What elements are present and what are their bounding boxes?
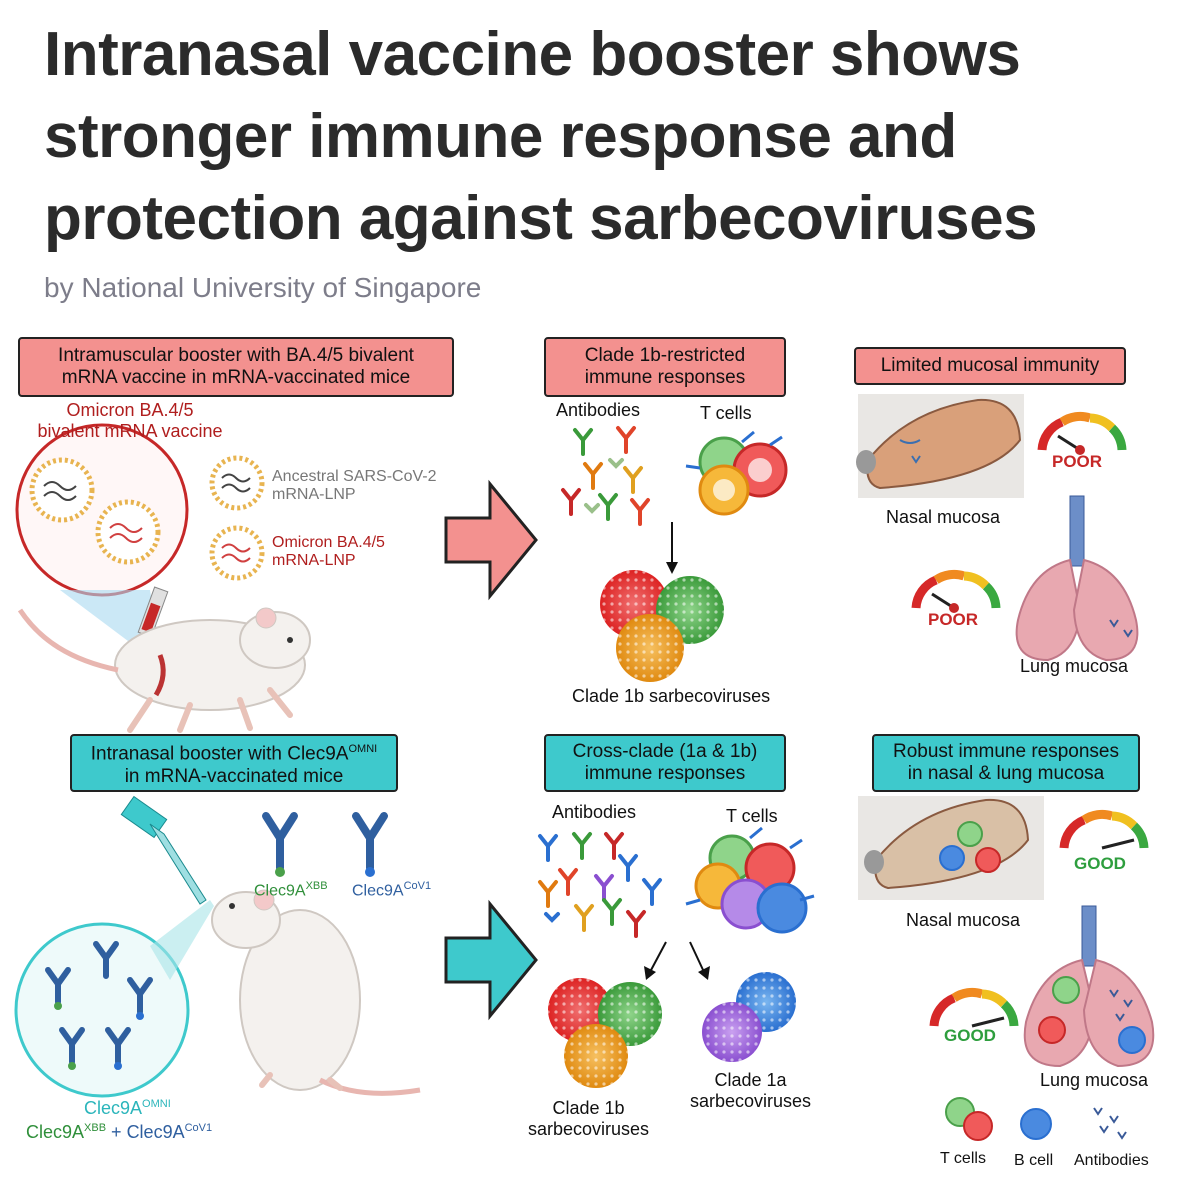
gauge-nasal-bottom-icon	[1059, 809, 1149, 850]
combo-a-text: Clec9A	[26, 1122, 85, 1142]
t-cells-bottom-icon	[685, 826, 815, 934]
gauge-lung-top-icon	[911, 569, 1001, 613]
gauge-nasal-top-icon	[1037, 411, 1127, 455]
box-intramuscular: Intramuscular booster with BA.4/5 bivale…	[18, 337, 454, 397]
box-intranasal-line1-text: Intranasal booster with Clec9A	[90, 743, 349, 765]
lnp-omicron-line1: Omicron BA.4/5	[272, 534, 385, 551]
clade1b-bottom-label: Clade 1b sarbecoviruses	[528, 1098, 649, 1140]
box-intramuscular-line1: Intramuscular booster with BA.4/5 bivale…	[58, 345, 414, 366]
box-intranasal: Intranasal booster with Clec9AOMNI in mR…	[70, 734, 398, 792]
box-intranasal-line1: Intranasal booster with Clec9AOMNI	[72, 738, 396, 765]
omni-sup: OMNI	[142, 1098, 171, 1110]
lnp-ancestral-label: Ancestral SARS-CoV-2 mRNA-LNP	[272, 468, 437, 504]
clec-xbb-text: Clec9A	[254, 882, 306, 900]
byline: by National University of Singapore	[44, 272, 482, 303]
gauge-lung-bottom-value: GOOD	[944, 1026, 996, 1045]
lung-bottom-icon	[1023, 905, 1155, 1068]
arrow-to-1a	[689, 941, 705, 973]
box-cross-clade-line2: immune responses	[584, 763, 746, 784]
lnp-ancestral-line1: Ancestral SARS-CoV-2	[272, 468, 437, 485]
box-clade1b-restricted: Clade 1b-restricted immune responses	[544, 337, 786, 397]
box-limited-mucosal-text: Limited mucosal immunity	[880, 355, 1100, 376]
box-robust: Robust immune responses in nasal & lung …	[872, 734, 1140, 792]
antibody-cov1-icon	[352, 812, 388, 877]
legend-b-cell-label: B cell	[1014, 1152, 1054, 1169]
vaccine-label-line2: bivalent mRNA vaccine	[37, 421, 223, 441]
clade1b-bottom-line2: sarbecoviruses	[528, 1119, 650, 1139]
antibodies-top-icon	[561, 426, 650, 526]
lung-bottom-label: Lung mucosa	[1040, 1070, 1149, 1090]
virus-clade1b-bottom-icon	[548, 978, 662, 1088]
omni-label: Clec9AOMNI	[84, 1098, 171, 1119]
mouse-top-icon	[17, 607, 311, 733]
box-intranasal-line2: in mRNA-vaccinated mice	[124, 765, 344, 787]
box-intranasal-sup: OMNI	[348, 743, 378, 756]
t-cells-top-icon	[685, 430, 788, 516]
lung-top-label: Lung mucosa	[1020, 656, 1129, 676]
box-intramuscular-line2: mRNA vaccine in mRNA-vaccinated mice	[61, 367, 411, 388]
combo-label: Clec9AXBB + Clec9ACoV1	[26, 1122, 212, 1143]
combo-b-sup: CoV1	[184, 1122, 213, 1134]
mouse-bottom-icon	[211, 889, 421, 1096]
nasal-top-label: Nasal mucosa	[886, 507, 1001, 527]
combo-b-text: Clec9A	[126, 1122, 185, 1142]
antibodies-bottom-label: Antibodies	[552, 802, 637, 822]
arrow-pink-icon	[444, 479, 538, 601]
legend-t-cells-icon	[945, 1097, 993, 1141]
gauge-lung-bottom-icon	[929, 987, 1019, 1028]
box-cross-clade: Cross-clade (1a & 1b) immune responses	[544, 734, 786, 792]
pipette-icon	[120, 795, 207, 905]
box-cross-clade-line1: Cross-clade (1a & 1b)	[572, 741, 758, 762]
box-robust-line2: in nasal & lung mucosa	[907, 763, 1105, 784]
clec-cov1-label: Clec9ACoV1	[352, 880, 431, 900]
nasal-bottom-icon	[858, 796, 1044, 900]
antibodies-bottom-icon	[538, 832, 662, 938]
combo-plus: +	[106, 1122, 127, 1142]
arrow-teal-icon	[444, 899, 538, 1021]
lung-top-icon	[1015, 495, 1139, 662]
nasal-top-icon	[856, 394, 1024, 498]
t-cells-bottom-label: T cells	[726, 806, 778, 826]
box-clade1b-line2: immune responses	[584, 367, 746, 388]
legend-antibodies-icon	[1093, 1107, 1127, 1140]
legend-antibodies-label: Antibodies	[1074, 1152, 1149, 1169]
clec9a-magnifier	[14, 900, 214, 1098]
vaccine-magnifier	[15, 423, 189, 650]
antibodies-top-label: Antibodies	[556, 400, 641, 420]
clec-cov1-text: Clec9A	[352, 882, 404, 900]
virus-clade1b-top-icon	[600, 570, 724, 682]
clec-cov1-sup: CoV1	[403, 880, 432, 892]
clade1a-label: Clade 1a sarbecoviruses	[690, 1070, 811, 1112]
lnp-omicron-label: Omicron BA.4/5 mRNA-LNP	[272, 534, 385, 570]
nasal-bottom-label: Nasal mucosa	[906, 910, 1021, 930]
t-cells-top-label: T cells	[700, 403, 752, 423]
gauge-nasal-top-value: POOR	[1052, 452, 1103, 471]
legend-b-cell-icon	[1020, 1108, 1052, 1140]
vaccine-label: Omicron BA.4/5 bivalent mRNA vaccine	[20, 400, 240, 442]
clade1b-bottom-line1: Clade 1b	[552, 1098, 625, 1118]
antibody-xbb-icon	[262, 812, 298, 877]
box-limited-mucosal: Limited mucosal immunity	[854, 347, 1126, 385]
virus-clade1a-icon	[702, 972, 796, 1062]
clade1b-top-label: Clade 1b sarbecoviruses	[572, 686, 771, 706]
vaccine-label-line1: Omicron BA.4/5	[66, 400, 194, 420]
clade1a-line1: Clade 1a	[714, 1070, 787, 1090]
lnp-ancestral-line2: mRNA-LNP	[272, 486, 356, 503]
page-title: Intranasal vaccine booster shows stronge…	[44, 20, 1038, 253]
box-robust-line1: Robust immune responses	[893, 741, 1119, 762]
lnp-ancestral-icon	[209, 455, 265, 511]
gauge-lung-top-value: POOR	[928, 610, 979, 629]
gauge-nasal-bottom-value: GOOD	[1074, 854, 1126, 873]
omni-text: Clec9A	[84, 1098, 143, 1118]
legend-t-cells-label: T cells	[940, 1150, 986, 1167]
clade1a-line2: sarbecoviruses	[690, 1091, 812, 1111]
lnp-omicron-icon	[209, 525, 265, 581]
clec-xbb-sup: XBB	[305, 880, 328, 892]
clec-xbb-label: Clec9AXBB	[254, 880, 328, 900]
combo-a-sup: XBB	[84, 1122, 107, 1134]
box-clade1b-line1: Clade 1b-restricted	[584, 345, 746, 366]
arrow-to-1b	[649, 941, 667, 973]
lnp-omicron-line2: mRNA-LNP	[272, 552, 356, 569]
